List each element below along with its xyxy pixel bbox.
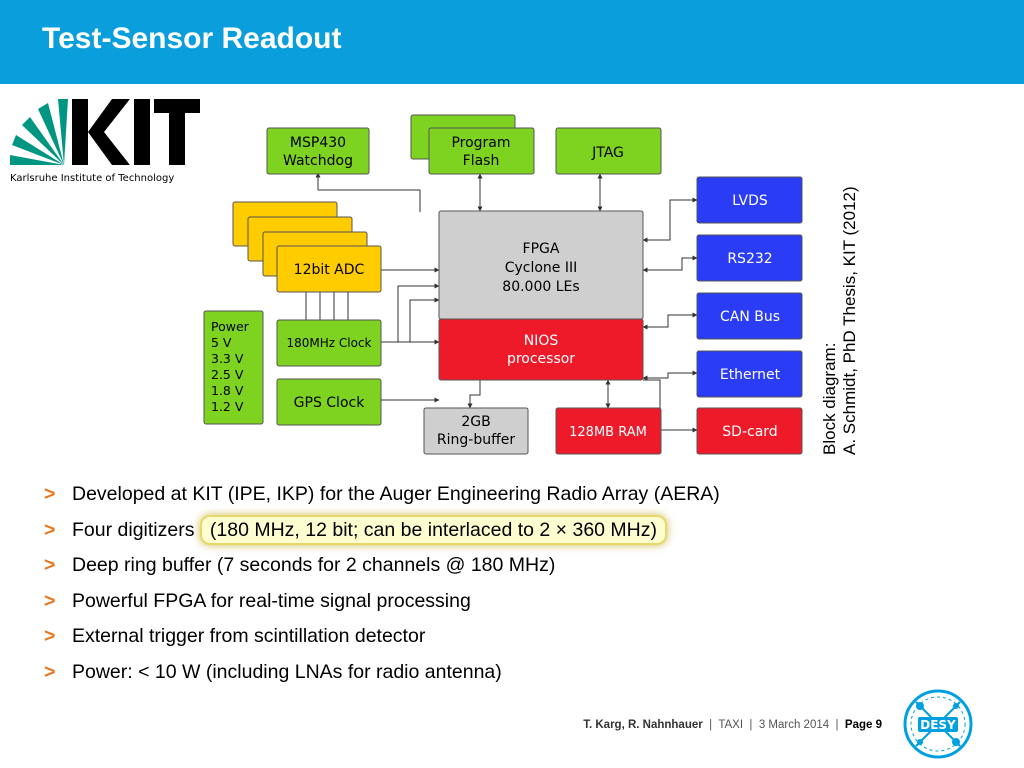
diagram-credit: Block diagram: A. Schmidt, PhD Thesis, K… <box>820 75 870 455</box>
ram-box <box>555 407 662 455</box>
bullet-item: > Deep ring buffer (7 seconds for 2 chann… <box>44 551 904 587</box>
bullet-item: > Developed at KIT (IPE, IKP) for the Aug… <box>44 480 904 516</box>
footer-separator: | <box>749 719 753 731</box>
bullet-item: > External trigger from scintillation det… <box>44 622 904 658</box>
power-label-5: 1.2 V <box>211 399 244 414</box>
ram-label: 128MB RAM <box>569 425 647 440</box>
gps-clock-label: GPS Clock <box>294 395 366 411</box>
footer-separator: | <box>835 719 839 731</box>
fpga-label-3: 80.000 LEs <box>502 279 579 295</box>
power-label-1: 5 V <box>211 335 232 350</box>
bullet-marker: > <box>44 589 56 612</box>
kit-logo-subtitle: Karlsruhe Institute of Technology <box>10 173 174 184</box>
lvds-label: LVDS <box>732 193 768 209</box>
block-diagram: Program Flash MSP430 Watchdog JTAG LVDS … <box>203 114 803 455</box>
nios-box <box>438 318 644 381</box>
bullet-marker: > <box>44 625 56 647</box>
bullet-text: Four digitizers <box>72 518 195 541</box>
ring-buffer-label-1: 2GB <box>461 414 490 430</box>
msp430-label-2: Watchdog <box>283 153 353 169</box>
jtag-label: JTAG <box>591 145 624 161</box>
bullet-marker: > <box>44 660 56 683</box>
footer-event: TAXI <box>718 719 744 731</box>
bullet-marker: > <box>44 518 56 541</box>
sd-card-label: SD-card <box>722 424 777 440</box>
footer-separator: | <box>709 719 713 731</box>
msp430-label-1: MSP430 <box>290 135 346 151</box>
bullet-item: > Powerful FPGA for real-time signal proc… <box>44 587 904 623</box>
bullet-text: External trigger from scintillation dete… <box>72 625 426 647</box>
sd-card-box <box>696 407 803 455</box>
kit-logo: Karlsruhe Institute of Technology <box>10 99 200 184</box>
jtag-box <box>555 127 662 175</box>
bullet-item: > Power: < 10 W (including LNAs for radio… <box>44 658 904 694</box>
desy-logo: DESY <box>903 689 973 759</box>
clock-180-box <box>276 319 382 367</box>
fpga-label-1: FPGA <box>523 241 560 257</box>
rs232-label: RS232 <box>727 251 772 267</box>
connectors <box>305 172 698 433</box>
footer-page: Page 9 <box>844 719 882 731</box>
bullet-list: > Developed at KIT (IPE, IKP) for the Aug… <box>44 480 904 693</box>
highlighted-note: (180 MHz, 12 bit; can be interlaced to 2… <box>201 516 665 543</box>
ring-buffer-box <box>423 407 529 455</box>
fpga-label-2: Cyclone III <box>505 260 578 276</box>
credit-line-2: A. Schmidt, PhD Thesis, KIT (2012) <box>840 186 859 455</box>
power-label-4: 1.8 V <box>211 383 244 398</box>
slide-title: Test-Sensor Readout <box>42 22 342 55</box>
adc-stack <box>232 201 382 293</box>
bullet-marker: > <box>44 554 56 576</box>
bullet-item: > Four digitizers (180 MHz, 12 bit; can b… <box>44 516 904 552</box>
desy-logo-text: DESY <box>920 718 956 732</box>
clock-180-label: 180MHz Clock <box>287 336 372 350</box>
can-bus-label: CAN Bus <box>720 309 780 325</box>
bullet-text: Deep ring buffer (7 seconds for 2 channe… <box>72 554 556 576</box>
adc-label: 12bit ADC <box>294 262 365 278</box>
credit-line-1: Block diagram: <box>820 342 839 455</box>
footer-date: 3 March 2014 <box>758 719 830 731</box>
nios-label-1: NIOS <box>524 333 559 349</box>
program-flash-label-1: Program <box>451 135 510 151</box>
ethernet-box <box>696 350 803 398</box>
can-bus-box <box>696 292 803 340</box>
msp430-box <box>266 127 370 175</box>
rs232-box <box>696 234 803 282</box>
title-bar: Test-Sensor Readout <box>0 0 1024 84</box>
power-label-2: 3.3 V <box>211 351 244 366</box>
footer: T. Karg, R. Nahnhauer | TAXI | 3 March 2… <box>583 719 882 731</box>
nios-label-2: processor <box>507 351 575 367</box>
program-flash-box <box>410 114 535 175</box>
bullet-text: Powerful FPGA for real-time signal proce… <box>72 589 471 612</box>
power-box <box>203 310 264 425</box>
gps-clock-box <box>276 378 382 426</box>
lvds-box <box>696 176 803 224</box>
power-label-0: Power <box>211 319 250 334</box>
bullet-text: Developed at KIT (IPE, IKP) for the Auge… <box>72 483 720 505</box>
program-flash-label-2: Flash <box>463 153 500 169</box>
footer-authors: T. Karg, R. Nahnhauer <box>583 719 703 731</box>
bullet-marker: > <box>44 483 56 505</box>
power-label-3: 2.5 V <box>211 367 244 382</box>
bullet-text: Power: < 10 W (including LNAs for radio … <box>72 660 502 683</box>
ethernet-label: Ethernet <box>720 367 781 383</box>
ring-buffer-label-2: Ring-buffer <box>437 432 515 448</box>
